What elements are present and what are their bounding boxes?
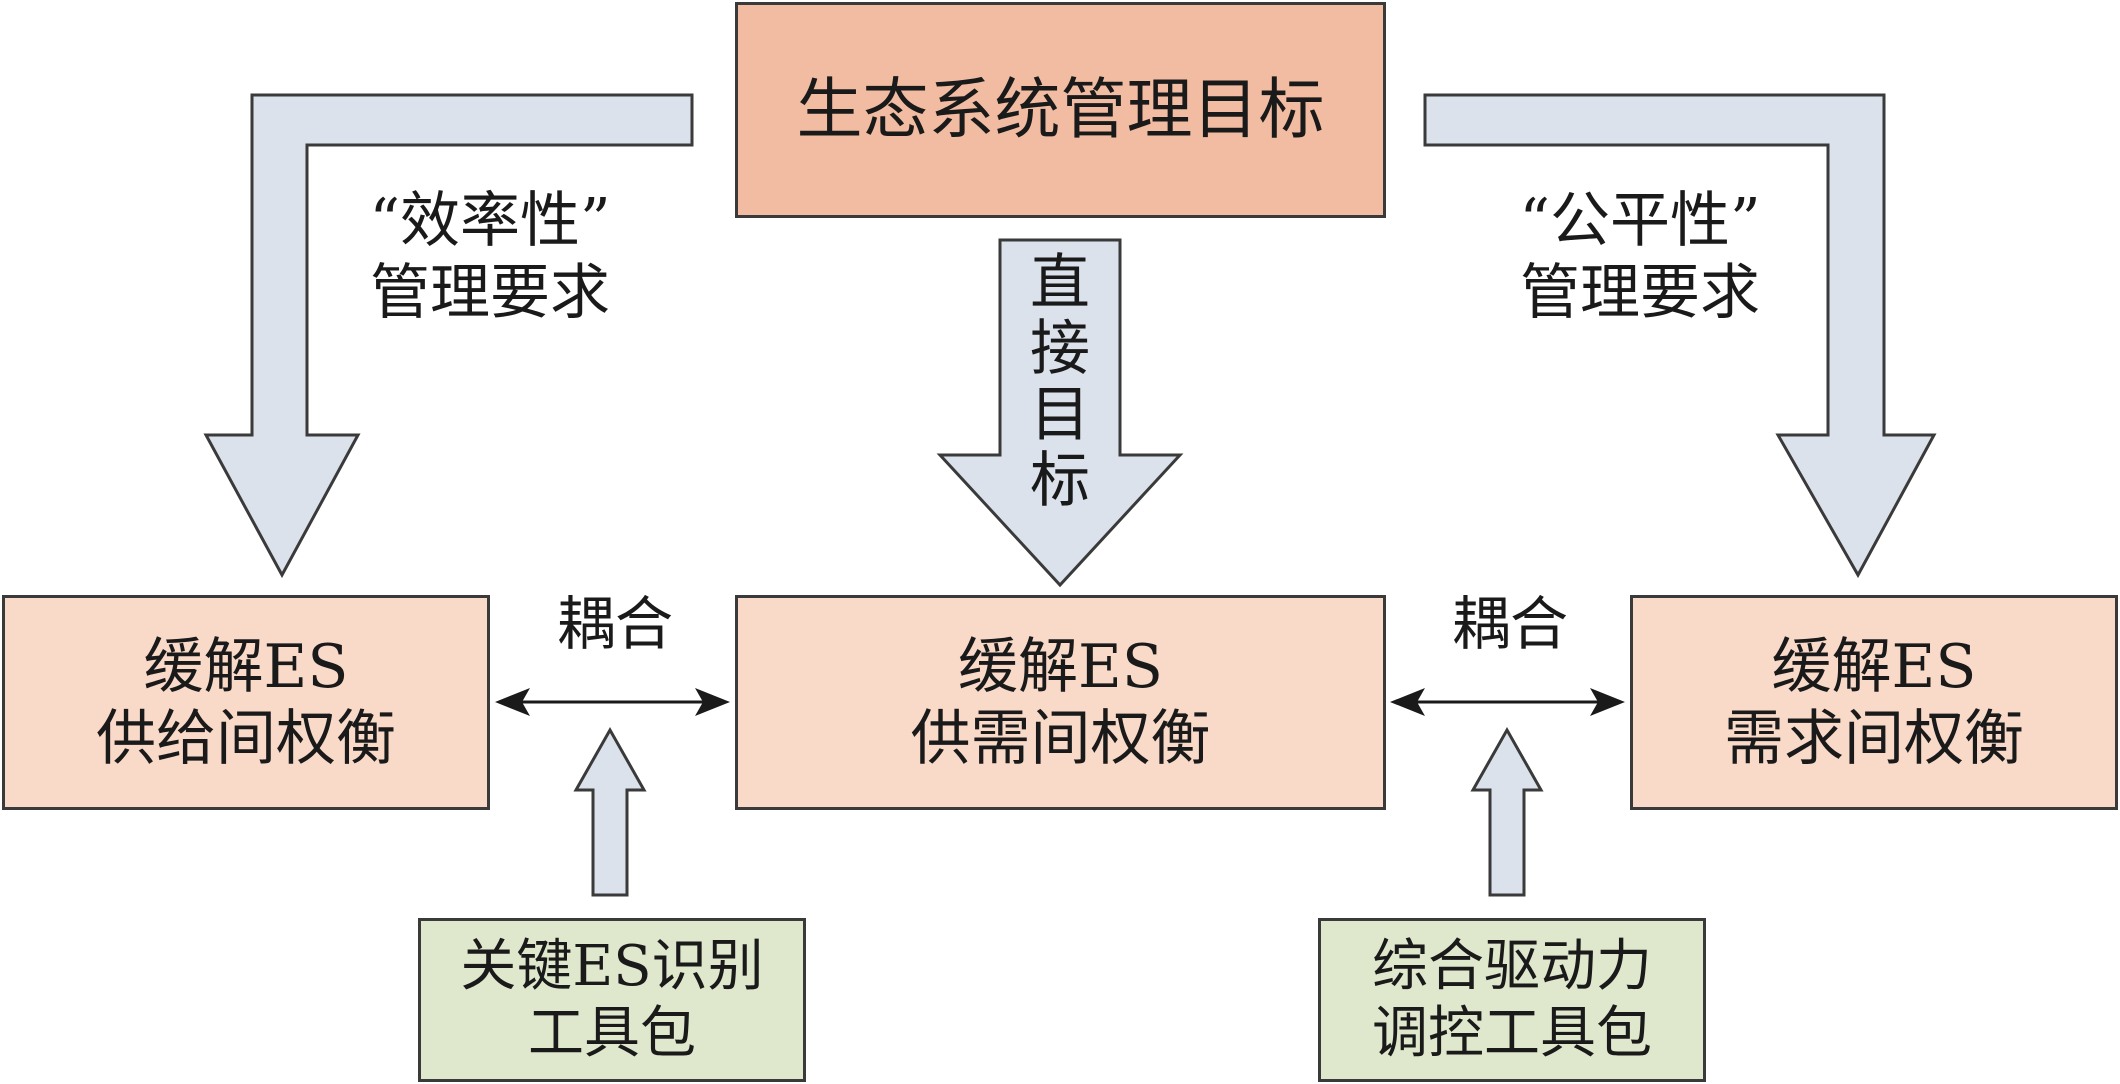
driver-up-arrow	[1470, 726, 1544, 897]
coupling-left-label: 耦合	[556, 590, 673, 658]
direct-target-label: 直 接 目 标	[1030, 248, 1090, 516]
key-es-toolkit-box: 关键ES识别 工具包	[418, 918, 806, 1082]
equity-arrow	[1423, 93, 1937, 579]
driver-toolkit-box: 综合驱动力 调控工具包	[1318, 918, 1706, 1082]
direct-target-arrow	[936, 238, 1184, 588]
equity-requirement-label: “公平性” 管理要求	[1519, 186, 1761, 328]
coupling-right-label: 耦合	[1451, 590, 1568, 658]
demand-tradeoff-box: 缓解ES 需求间权衡	[1630, 595, 2118, 810]
key-es-up-arrow	[573, 726, 647, 897]
supply-tradeoff-box: 缓解ES 供给间权衡	[2, 595, 490, 810]
management-goal-title: 生态系统管理目标	[796, 71, 1325, 149]
efficiency-requirement-label: “效率性” 管理要求	[369, 186, 611, 328]
supply-demand-tradeoff-box: 缓解ES 供需间权衡	[735, 595, 1386, 810]
coupling-left-arrow	[495, 688, 730, 716]
coupling-right-arrow	[1390, 688, 1625, 716]
efficiency-arrow	[203, 93, 694, 579]
management-goal-box: 生态系统管理目标	[735, 2, 1386, 218]
